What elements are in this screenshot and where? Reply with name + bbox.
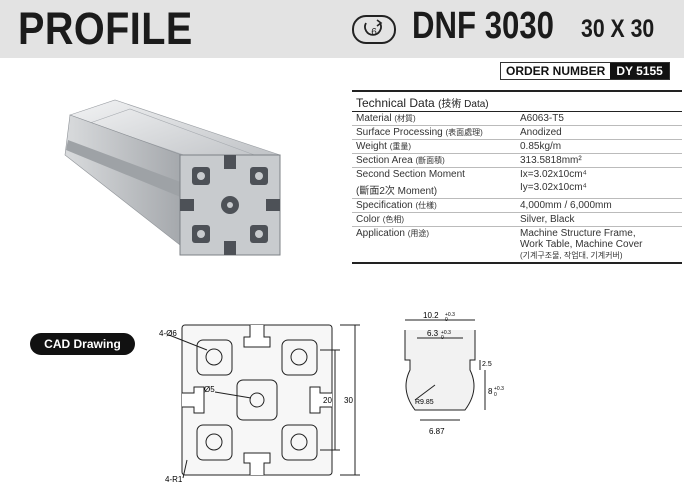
spec-key-sub: (色相): [382, 215, 405, 224]
spec-row-surface: Surface Processing (表面處理) Anodized: [352, 126, 682, 140]
spec-key-sub: (斷面積): [415, 156, 445, 165]
spec-value: Machine Structure Frame,: [520, 228, 636, 239]
order-number-box: ORDER NUMBER DY 5155: [500, 62, 670, 80]
spec-key-sub: (表面處理): [445, 128, 483, 137]
dim-center: Ø5: [204, 385, 215, 394]
slot-bottom-dim: 6.87: [429, 427, 445, 436]
spec-value: Ix=3.02x10cm⁴: [520, 169, 587, 180]
spec-value: A6063-T5: [520, 113, 564, 124]
slot-radius-dim: R9.85: [415, 399, 434, 406]
spec-key: Section Area: [356, 155, 413, 166]
spec-value: Silver, Black: [520, 214, 575, 225]
spec-key-sub: (用途): [407, 229, 430, 238]
slot-depth-tol: +0.3: [494, 386, 504, 392]
spec-row-material: Material (材質) A6063-T5: [352, 112, 682, 126]
spec-row-application: Application (用途) Machine Structure Frame…: [352, 227, 682, 264]
spec-key-sub: (材質): [394, 114, 416, 123]
spec-key-sub: (重量): [389, 142, 412, 151]
technical-data-title-text: Technical Data: [356, 96, 435, 110]
slot-depth-dim: 8: [488, 387, 493, 396]
profile-product-image: [64, 99, 281, 256]
cad-drawing-badge: CAD Drawing: [30, 333, 135, 355]
technical-data-table: Technical Data (技術 Data) Material (材質) A6…: [352, 90, 682, 264]
slot-top-dim: 10.2: [423, 311, 439, 320]
spec-key: Color: [356, 214, 380, 225]
spec-key: (斷面2次 Moment): [356, 186, 438, 197]
spec-row-color: Color (色相) Silver, Black: [352, 213, 682, 227]
dim-inner: 20: [323, 396, 332, 405]
spec-value-2: Work Table, Machine Cover: [520, 239, 643, 250]
spec-value: Anodized: [520, 127, 562, 138]
order-number-value: DY 5155: [610, 63, 669, 79]
dim-outer: 30: [344, 396, 353, 405]
technical-data-title: Technical Data (技術 Data): [352, 90, 682, 112]
slot-neck-tol2: 0: [441, 335, 444, 341]
slot-neck-tol: +0.3: [441, 330, 451, 336]
slot-lip-dim: 2.5: [482, 361, 492, 368]
slot-top-tol2: 0: [445, 317, 448, 323]
spec-value-3: (기계구조물, 작업대, 기계커버): [520, 251, 623, 260]
page-title: PROFILE: [18, 3, 193, 54]
spec-value: 0.85kg/m: [520, 141, 562, 152]
spec-key: Second Section Moment: [356, 169, 465, 180]
spec-key: Surface Processing: [356, 127, 443, 138]
spec-value: 4,000mm / 6,000mm: [520, 200, 612, 211]
model-code: DNF 3030: [412, 5, 555, 47]
dim-hole: 4-Ø6: [159, 329, 177, 338]
spec-row-moment-1: Second Section Moment Ix=3.02x10cm⁴: [352, 168, 682, 181]
spec-key: Material: [356, 113, 392, 124]
model-size: 30 X 30: [581, 15, 655, 43]
rotation-profile-icon: 6: [352, 15, 396, 44]
spec-key-sub: (仕樣): [415, 201, 437, 210]
spec-key: Application: [356, 228, 405, 239]
slot-neck-dim: 6.3: [427, 329, 439, 338]
slot-depth-tol2: 0: [494, 392, 497, 398]
spec-row-weight: Weight (重量) 0.85kg/m: [352, 140, 682, 154]
dim-radius: 4-R1: [165, 475, 183, 484]
cad-slot-detail: 10.2 +0.3 0 6.3 +0.3 0 2.5 R9.85 8 +0.3 …: [404, 311, 504, 436]
spec-value: 313.5818mm²: [520, 155, 582, 166]
header-bar: PROFILE 6 DNF 3030 30 X 30: [0, 0, 684, 58]
spec-row-moment-2: (斷面2次 Moment) Iy=3.02x10cm⁴: [352, 181, 682, 199]
spec-key: Specification: [356, 200, 413, 211]
spec-value: Iy=3.02x10cm⁴: [520, 182, 587, 193]
technical-data-title-sub: (技術 Data): [438, 99, 489, 110]
spec-key: Weight: [356, 141, 387, 152]
spec-row-section-area: Section Area (斷面積) 313.5818mm²: [352, 154, 682, 168]
svg-text:6: 6: [371, 27, 377, 38]
spec-row-specification: Specification (仕樣) 4,000mm / 6,000mm: [352, 199, 682, 213]
cad-cross-section: 4-Ø6 Ø5 4-R1 20 30: [159, 324, 360, 484]
slot-top-tol: +0.3: [445, 312, 455, 318]
order-number-label: ORDER NUMBER: [501, 63, 611, 79]
